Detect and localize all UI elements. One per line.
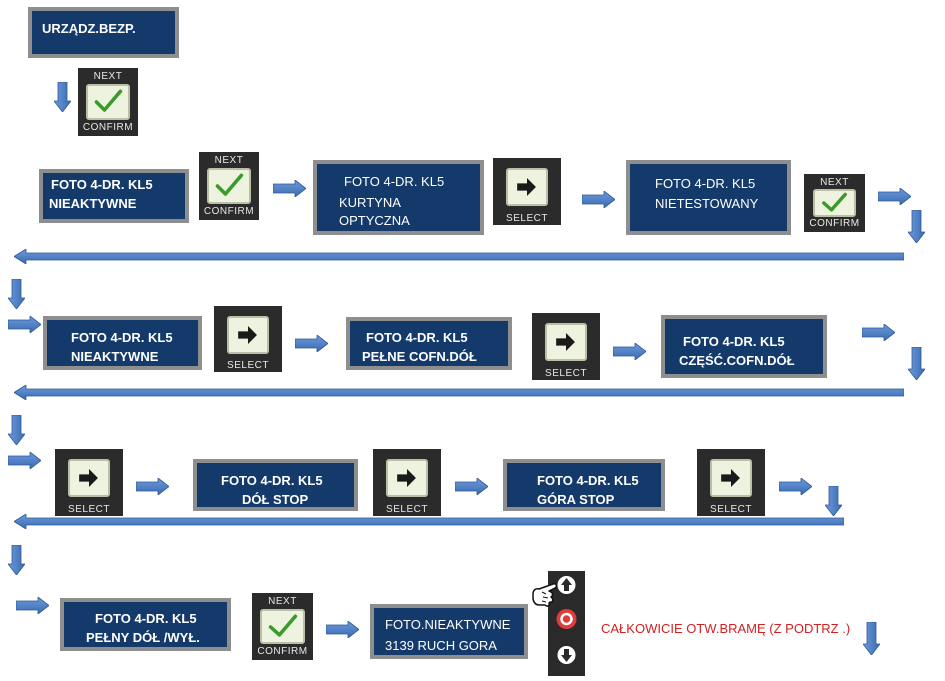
screen-line: FOTO 4-DR. KL5 — [655, 176, 756, 191]
arrow-right-icon — [79, 469, 98, 487]
screen-stop-up: FOTO 4-DR. KL5 GÓRA STOP — [503, 459, 665, 511]
check-icon — [822, 192, 847, 212]
screen-line: FOTO 4-DR. KL5 — [51, 177, 153, 192]
arrow-right-icon — [238, 326, 257, 344]
screen-line: FOTO 4-DR. KL5 — [344, 174, 445, 189]
arrow-right — [273, 180, 306, 197]
next-confirm-key[interactable]: NEXT CONFIRM — [252, 593, 313, 660]
select-key[interactable]: SELECT — [214, 306, 282, 372]
key-caption-confirm: CONFIRM — [257, 646, 308, 657]
screen-line: PEŁNE COFN.DÓŁ — [362, 349, 477, 364]
arrow-down — [8, 545, 25, 575]
screen-stop-down: FOTO 4-DR. KL5 DÓŁ STOP — [193, 459, 358, 511]
select-key[interactable]: SELECT — [373, 449, 441, 516]
arrow-up-icon[interactable] — [557, 576, 576, 594]
select-key[interactable]: SELECT — [532, 313, 600, 380]
screen-light-curtain: FOTO 4-DR. KL5 KURTYNA OPTYCZNA — [313, 160, 484, 235]
stop-icon[interactable] — [556, 609, 577, 629]
arrow-right — [16, 597, 49, 614]
arrow-right — [878, 188, 911, 205]
arrow-right — [295, 335, 328, 352]
key-caption-next: NEXT — [820, 177, 849, 188]
select-key[interactable]: SELECT — [55, 449, 123, 516]
screen-line: DÓŁ STOP — [242, 492, 309, 507]
check-icon — [94, 89, 123, 112]
screen-safety-devices: URZĄDZ.BEZP. — [28, 7, 179, 58]
screen-full-down-off: FOTO 4-DR. KL5 PEŁNY DÓŁ /WYŁ. — [60, 598, 231, 651]
arrow-right — [8, 316, 41, 333]
screen-line: FOTO.NIEAKTYWNE — [385, 617, 511, 632]
select-key[interactable]: SELECT — [697, 449, 765, 516]
screen-photo-inactive: FOTO 4-DR. KL5 NIEAKTYWNE — [43, 316, 202, 370]
screen-photo-inactive: FOTO 4-DR. KL5 NIEAKTYWNE — [39, 169, 189, 223]
screen-line: GÓRA STOP — [537, 492, 615, 507]
arrow-return-left — [14, 249, 904, 264]
pointing-hand-icon — [531, 578, 563, 608]
check-icon — [215, 173, 244, 196]
key-caption-select: SELECT — [506, 213, 548, 224]
arrow-return-left — [14, 514, 844, 529]
arrow-right — [136, 478, 169, 495]
key-caption-next: NEXT — [268, 596, 297, 607]
next-confirm-key[interactable]: NEXT CONFIRM — [199, 152, 259, 220]
key-caption-confirm: CONFIRM — [82, 122, 134, 133]
arrow-down — [8, 415, 25, 445]
key-caption-select: SELECT — [545, 368, 587, 379]
arrow-down — [863, 622, 880, 655]
key-caption-select: SELECT — [386, 504, 428, 515]
arrow-down — [825, 486, 842, 516]
arrow-right-icon — [721, 469, 740, 487]
key-caption-confirm: CONFIRM — [203, 206, 255, 217]
next-confirm-key[interactable]: NEXT CONFIRM — [804, 174, 865, 232]
arrow-right — [455, 478, 488, 495]
screen-partial-reverse-down: FOTO 4-DR. KL5 CZĘŚĆ.COFN.DÓŁ — [661, 315, 827, 378]
arrow-right-icon — [397, 469, 416, 487]
arrow-down — [8, 279, 25, 309]
arrow-right — [862, 324, 895, 341]
screen-photo-inactive-moving-up: FOTO.NIEAKTYWNE 3139 RUCH GORA — [370, 604, 528, 659]
key-caption-next: NEXT — [93, 71, 123, 82]
arrow-right-icon — [556, 333, 575, 351]
screen-line: PEŁNY DÓŁ /WYŁ. — [86, 630, 200, 645]
screen-line: FOTO 4-DR. KL5 — [221, 473, 323, 488]
arrow-down — [908, 210, 925, 243]
arrow-down — [54, 82, 71, 112]
screen-line: NIETESTOWANY — [655, 196, 759, 211]
arrow-right — [613, 343, 646, 360]
arrow-return-left — [14, 385, 904, 400]
arrow-right-icon — [517, 178, 536, 196]
select-key[interactable]: SELECT — [493, 158, 561, 225]
key-caption-next: NEXT — [214, 155, 244, 166]
screen-line: 3139 RUCH GORA — [385, 638, 497, 653]
screen-line: OPTYCZNA — [339, 213, 410, 228]
arrow-down — [908, 347, 925, 380]
arrow-right — [582, 191, 615, 208]
arrow-right — [779, 478, 812, 495]
key-caption-select: SELECT — [227, 360, 269, 371]
screen-line: KURTYNA — [339, 195, 401, 210]
arrow-right — [8, 452, 41, 469]
check-icon — [268, 614, 298, 637]
screen-line: FOTO 4-DR. KL5 — [71, 330, 173, 345]
screen-line: FOTO 4-DR. KL5 — [366, 330, 468, 345]
screen-line: CZĘŚĆ.COFN.DÓŁ — [679, 353, 795, 368]
screen-line: FOTO 4-DR. KL5 — [683, 334, 785, 349]
key-caption-select: SELECT — [710, 504, 752, 515]
arrow-right — [326, 621, 359, 638]
next-confirm-key[interactable]: NEXT CONFIRM — [78, 68, 138, 136]
screen-not-tested: FOTO 4-DR. KL5 NIETESTOWANY — [626, 160, 791, 235]
screen-line: URZĄDZ.BEZP. — [42, 21, 136, 36]
screen-line: FOTO 4-DR. KL5 — [95, 611, 197, 626]
screen-line: NIEAKTYWNE — [71, 349, 159, 364]
screen-full-reverse-down: FOTO 4-DR. KL5 PEŁNE COFN.DÓŁ — [346, 317, 512, 370]
arrow-down-icon[interactable] — [557, 646, 576, 664]
screen-line: NIEAKTYWNE — [49, 196, 137, 211]
key-caption-confirm: CONFIRM — [809, 218, 860, 229]
key-caption-select: SELECT — [68, 504, 110, 515]
instruction-note: CAŁKOWICIE OTW.BRAMĘ (Z PODTRZ .) — [601, 621, 851, 636]
screen-line: FOTO 4-DR. KL5 — [537, 473, 639, 488]
